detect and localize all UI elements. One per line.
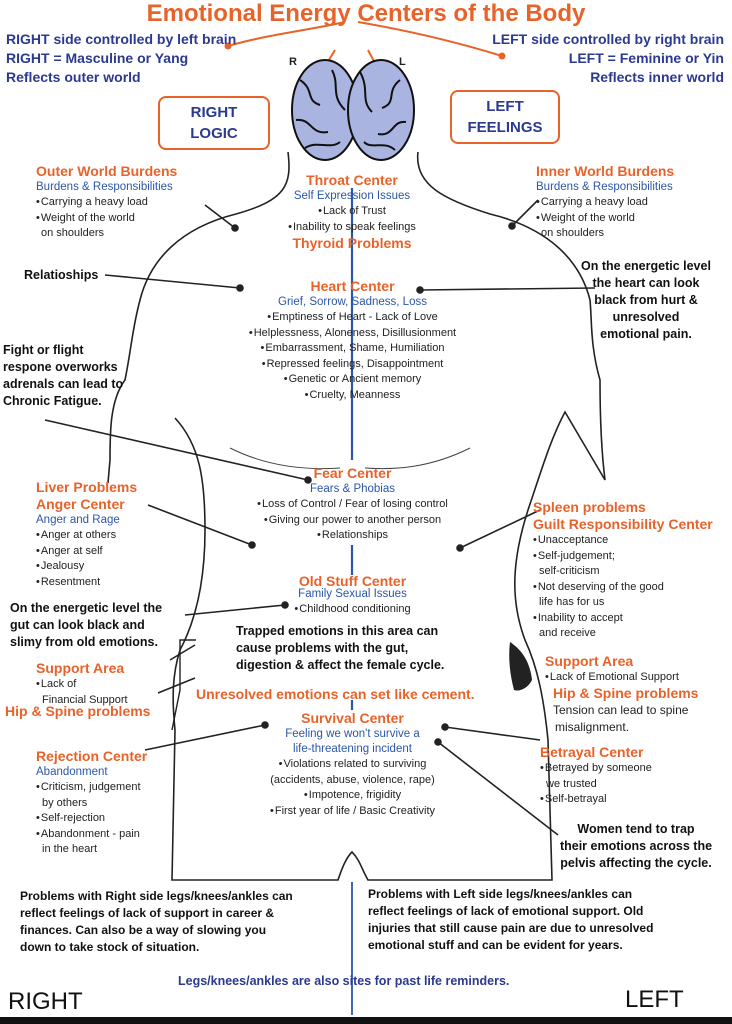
survival-center: Survival Center Feeling we won't survive… [255,710,450,819]
brain-icon [291,59,415,161]
hip-spine-right: Hip & Spine problems [5,703,151,719]
past-life-note: Legs/knees/ankles are also sites for pas… [178,974,510,988]
betrayal-center: Betrayal Center Betrayed by someone we t… [540,744,652,808]
corner-right-label: RIGHT [8,988,83,1015]
guilt-responsibility-center: Spleen problems Guilt Responsibility Cen… [533,499,713,642]
bottom-bar [0,1017,732,1024]
outer-world-burdens: Outer World Burdens Burdens & Responsibi… [36,163,177,242]
cement-note: Unresolved emotions can set like cement. [196,686,475,702]
corner-left-label: LEFT [625,986,684,1013]
old-stuff-center: Old Stuff Center Family Sexual Issues Ch… [270,573,435,618]
support-area-right: Support Area Lack of Financial Support [36,660,128,708]
legs-right-note: Problems with Right side legs/knees/ankl… [20,889,293,954]
hip-spine-left: Hip & Spine problems Tension can lead to… [553,685,699,734]
brain-r-label: R [289,56,297,68]
body-outline [107,151,606,881]
fear-center: Fear Center Fears & Phobias Loss of Cont… [230,465,475,544]
inner-world-burdens: Inner World Burdens Burdens & Responsibi… [536,163,674,242]
throat-center: Throat Center Self Expression Issues Lac… [262,172,442,252]
legs-left-note: Problems with Left side legs/knees/ankle… [368,887,654,952]
page-title: Emotional Energy Centers of the Body [146,0,586,27]
relationships-label: Relatioships [24,268,99,282]
rejection-center: Rejection Center Abandonment Criticism, … [36,748,147,858]
heart-center: Heart Center Grief, Sorrow, Sadness, Los… [230,278,475,403]
anger-center: Liver Problems Anger Center Anger and Ra… [36,479,137,590]
support-area-left: Support Area Lack of Emotional Support [545,653,679,686]
brain-l-label: L [399,56,406,68]
